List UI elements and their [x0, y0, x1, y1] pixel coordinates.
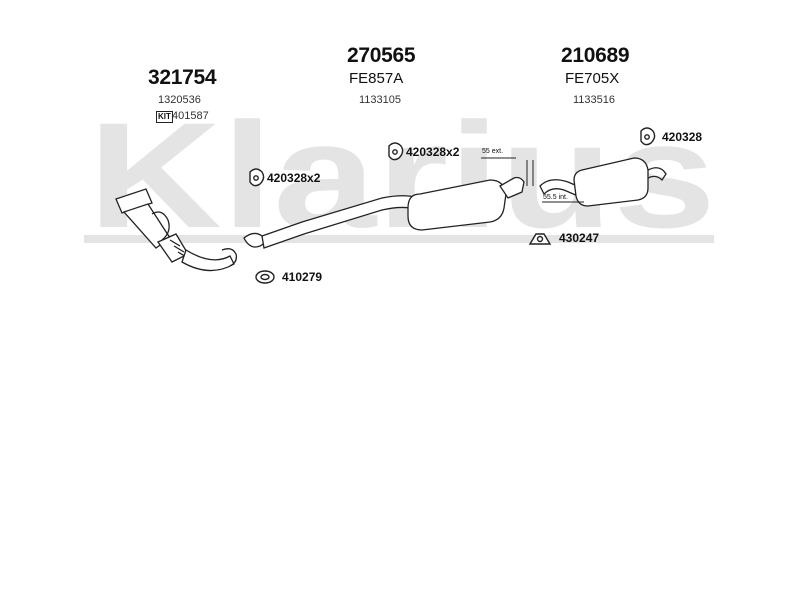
code-FE857A: FE857A — [349, 70, 404, 87]
centre-silencer-part — [243, 176, 525, 249]
hanger-icon — [249, 168, 265, 187]
hanger-icon — [640, 127, 656, 146]
kit-ref-401587: 401587 — [172, 110, 209, 122]
fitting-label-430247: 430247 — [559, 231, 600, 245]
rear-silencer-part — [539, 157, 667, 207]
part-number-270565: 270565 — [347, 44, 416, 67]
gasket-icon — [255, 270, 275, 284]
ref-number-1133105: 1133105 — [359, 94, 402, 106]
kit-icon: KIT — [156, 111, 173, 123]
catalytic-converter-part — [115, 188, 238, 272]
fitting-label-420328x2-left: 420328x2 — [267, 171, 321, 185]
ref-number-1133516: 1133516 — [573, 94, 616, 106]
ref-number-1320536: 1320536 — [158, 94, 201, 106]
dimension-marks — [481, 157, 584, 203]
fitting-label-410279: 410279 — [282, 270, 323, 284]
part-number-210689: 210689 — [561, 44, 630, 67]
watermark-bar — [84, 235, 714, 243]
mount-icon — [528, 233, 552, 245]
fitting-label-420328x2-mid: 420328x2 — [406, 145, 460, 159]
code-FE705X: FE705X — [565, 70, 620, 87]
dimension-int: 55.5 int. — [543, 194, 568, 201]
dimension-ext: 55 ext. — [482, 148, 504, 155]
hanger-icon — [388, 142, 404, 161]
fitting-label-420328: 420328 — [662, 130, 703, 144]
part-number-321754: 321754 — [148, 66, 217, 89]
